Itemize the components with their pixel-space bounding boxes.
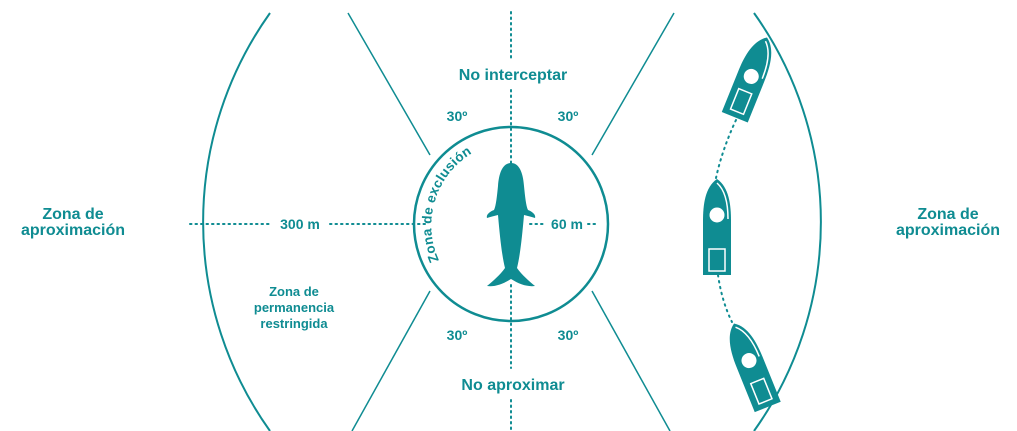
approach-zone-label-left-line1: Zona de <box>42 206 103 223</box>
boat-icon <box>703 179 731 275</box>
outer-arc-left <box>202 12 271 431</box>
boat-path-bottom <box>717 274 733 323</box>
restricted-zone-label-line3: restringida <box>260 316 328 331</box>
approach-zone-label-left-line2: aproximación <box>21 222 125 239</box>
angle-label-bottom-left: 30º <box>447 327 468 343</box>
angle-label-top-right: 30º <box>558 108 579 124</box>
exclusion-zone-label-path: Zona de exclusión <box>419 143 473 265</box>
exclusion-zone-label: Zona de exclusión <box>419 143 474 265</box>
whale-icon <box>486 163 536 287</box>
angle-label-bottom-right: 30º <box>558 327 579 343</box>
approach-zone-label-right-line1: Zona de <box>917 206 978 223</box>
boat-path-top <box>715 119 737 179</box>
sector-line-top-left <box>347 12 431 156</box>
restricted-zone-label-line1: Zona de <box>269 284 319 299</box>
distance-label-300m: 300 m <box>280 216 320 232</box>
no-aproximar-label: No aproximar <box>461 377 564 394</box>
outer-arc-right <box>753 12 822 431</box>
angle-label-top-left: 30º <box>447 108 468 124</box>
boat-icon <box>721 37 772 123</box>
distance-label-60m: 60 m <box>551 216 583 232</box>
sector-line-top-right <box>591 12 675 156</box>
exclusion-zone-circle <box>412 125 610 323</box>
no-interceptar-label: No interceptar <box>459 67 567 84</box>
restricted-zone-label-line2: permanencia <box>254 300 335 315</box>
approach-zone-label-right-line2: aproximación <box>896 222 1000 239</box>
sector-line-bottom-left <box>351 290 431 431</box>
sector-line-bottom-right <box>591 290 671 431</box>
boat-icon <box>729 323 781 413</box>
